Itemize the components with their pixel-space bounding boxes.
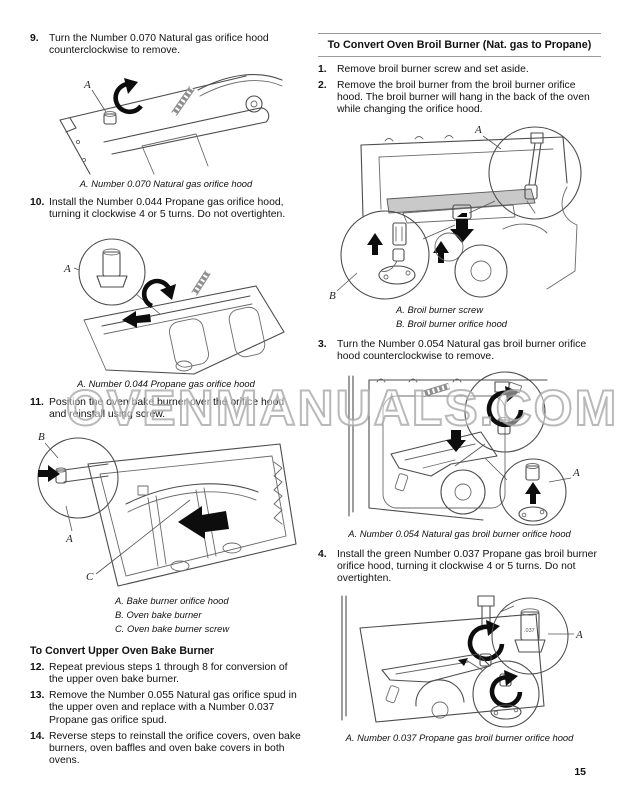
step-10: 10. Install the Number 0.044 Propane gas… [30,197,302,221]
figure-broil-burner-removal: A B [318,121,601,301]
figure-0070-natural-hood: A [30,62,302,176]
hood-marking-text: .037 [524,628,535,634]
fig-label-a: A [83,79,91,91]
step-3: 3. Turn the Number 0.054 Natural gas bro… [318,339,601,363]
step-number: 3. [318,338,327,350]
step-text: Repeat previous steps 1 through 8 for co… [49,662,288,686]
fig-label-b: B [329,290,336,301]
figure-caption-list: A. Broil burner screw B. Broil burner or… [318,303,601,330]
fig-label-a: A [575,629,583,641]
step-9: 9. Turn the Number 0.070 Natural gas ori… [30,33,302,57]
bake-burner-diagram-0070: A [59,74,283,175]
step-number: 4. [318,548,327,560]
step-14: 14. Reverse steps to reinstall the orifi… [30,731,302,767]
step-text: Remove broil burner screw and set aside. [337,64,529,75]
broil-hood-install-diagram: .037 A [340,595,583,728]
step-text: Install the Number 0.044 Propane gas ori… [49,197,286,221]
caption-line: A. Broil burner screw [396,304,484,316]
oven-cavity-diagram: B A C [37,431,297,587]
step-text: Position the oven bake burner over the o… [49,397,285,421]
step-number: 1. [318,64,327,75]
caption-line: B. Broil burner orifice hood [396,317,507,329]
step-11: 11. Position the oven bake burner over t… [30,397,302,421]
caption-line: A. Bake burner orifice hood [115,595,229,607]
right-column: To Convert Oven Broil Burner (Nat. gas t… [318,33,601,771]
step-number: 14. [30,730,45,742]
step-text: Remove the broil burner from the broil b… [337,80,590,116]
step-text: Remove the Number 0.055 Natural gas orif… [49,690,297,726]
step-1: 1. Remove broil burner screw and set asi… [318,64,601,76]
step-number: 12. [30,662,45,674]
step-number: 2. [318,80,327,92]
step-number: 9. [30,33,39,44]
caption-line: B. Oven bake burner [115,609,202,620]
step-number: 11. [30,397,44,409]
fig-label-a: A [63,263,71,275]
step-text: Reverse steps to reinstall the orifice c… [49,730,301,766]
step-number: 10. [30,197,45,209]
fig-label-a: A [65,533,73,545]
left-column: 9. Turn the Number 0.070 Natural gas ori… [30,33,302,771]
broil-hood-remove-diagram: A [347,371,580,526]
step-13: 13. Remove the Number 0.055 Natural gas … [30,690,302,726]
step-12: 12. Repeat previous steps 1 through 8 fo… [30,662,302,686]
fig-label-a: A [572,467,580,479]
figure-0037-propane-broil-hood: .037 A [318,590,601,730]
figure-caption: A. Number 0.037 Propane gas broil burner… [345,731,574,743]
step-4: 4. Install the green Number 0.037 Propan… [318,549,601,585]
figure-bake-burner-install: B A C [30,426,302,592]
fig-label-b: B [38,431,45,443]
fig-label-c: C [86,571,94,583]
caption-line: C. Oven bake burner screw [115,622,230,634]
section-heading-upper-oven: To Convert Upper Oven Bake Burner [30,645,215,658]
page-number: 15 [574,766,586,778]
step-text: Turn the Number 0.054 Natural gas broil … [337,338,587,362]
figure-caption-list: A. Bake burner orifice hood B. Oven bake… [30,594,302,635]
step-text: Install the green Number 0.037 Propane g… [337,548,597,584]
figure-caption: A. Number 0.054 Natural gas broil burner… [348,527,571,539]
step-number: 13. [30,690,45,702]
figure-caption: A. Number 0.044 Propane gas orifice hood [77,378,255,390]
fig-label-a: A [474,124,482,136]
broil-burner-diagram: A B [329,124,582,301]
figure-0054-natural-broil-hood: A [318,368,601,526]
bake-burner-diagram-0044: A [63,238,285,375]
section-heading-broil-burner: To Convert Oven Broil Burner (Nat. gas t… [318,33,601,57]
step-text: Turn the Number 0.070 Natural gas orific… [49,33,269,57]
figure-0044-propane-hood: A [30,226,302,376]
figure-caption: A. Number 0.070 Natural gas orifice hood [79,178,253,190]
step-2: 2. Remove the broil burner from the broi… [318,80,601,116]
